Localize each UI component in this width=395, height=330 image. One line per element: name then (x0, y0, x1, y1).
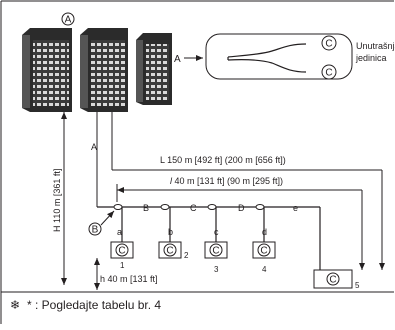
pipe-d-small: d (262, 227, 267, 237)
box-c1-text: C (325, 39, 332, 50)
arrow-a-label: A (174, 54, 181, 65)
unit-4-number: 4 (262, 265, 267, 274)
unit-1-number: 1 (120, 261, 125, 270)
unit-4-c: C (260, 246, 267, 257)
branch-c-label: C (190, 203, 197, 213)
dim-l-long (111, 112, 385, 270)
marker-b: B (88, 210, 115, 236)
drop-pipes (121, 207, 265, 242)
marker-b-text: B (92, 225, 99, 236)
outdoor-unit-2 (80, 28, 128, 112)
unit-3-number: 3 (214, 265, 219, 274)
unit-5-c: C (329, 275, 336, 286)
indoor-unit-3: C (204, 241, 228, 259)
dim-h-small-label: h 40 m [131 ft] (100, 274, 158, 284)
unit-2-number: 2 (184, 251, 189, 260)
indoor-label-2: jedinica (355, 53, 387, 63)
marker-a-text: A (65, 15, 72, 26)
unit-2-c: C (166, 246, 173, 257)
outdoor-unit-3 (136, 33, 172, 105)
snowflake-icon: ❄ (10, 298, 20, 312)
indoor-label-1: Unutrašnja (356, 41, 395, 51)
pipe-b-small: b (168, 227, 173, 237)
dim-l-short-label: l 40 m [131 ft] (90 m [295 ft]) (170, 176, 283, 186)
unit-1-c: C (118, 246, 125, 257)
pipe-c-small: c (214, 227, 219, 237)
dim-l-rest: 40 m [131 ft] (90 m [295 ft]) (172, 176, 283, 186)
branch-b-label: B (143, 203, 149, 213)
indoor-unit-4: C (252, 241, 276, 259)
indoor-unit-2: C (158, 241, 182, 259)
indoor-branch-box: C C (205, 33, 353, 80)
frame-border (0, 0, 394, 324)
dim-l-short (116, 184, 365, 270)
box-c2-text: C (325, 68, 332, 79)
pipe-a-small: a (117, 227, 122, 237)
footnote: * : Pogledajte tabelu br. 4 (27, 298, 161, 312)
pipe-a-label: A (91, 142, 97, 152)
unit-3-c: C (212, 246, 219, 257)
indoor-unit-1: C (110, 241, 134, 259)
dim-l-label: L 150 m [492 ft] (200 m [656 ft]) (160, 155, 286, 165)
indoor-unit-5: C (313, 269, 353, 289)
outdoor-unit-1 (22, 28, 72, 112)
dim-l-italic: l (170, 176, 173, 186)
unit-5-number: 5 (355, 281, 360, 290)
branch-e-label: e (293, 203, 298, 213)
branch-d-label: D (238, 203, 245, 213)
marker-a: A (61, 12, 75, 26)
dim-h-big-label: H 110 m [361 ft] (52, 169, 62, 232)
